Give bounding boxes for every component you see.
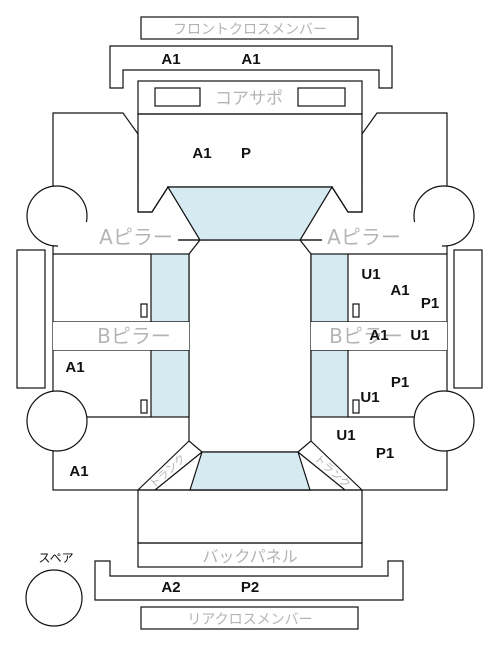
spare-tire[interactable] [25,569,83,627]
left-rear-window[interactable] [150,349,190,418]
code-r-rear-p: P1 [391,374,409,391]
spare-label: スペア [38,551,73,565]
trunk-lid[interactable] [137,489,363,544]
front-cross-member[interactable] [109,45,393,89]
right-front-door-handle [352,303,360,318]
roof[interactable] [188,239,312,453]
code-r-front-p: P1 [421,295,439,312]
left-trunk-diag [154,451,203,491]
trunk-left-label: トランク [147,452,188,491]
right-rear-door-handle [352,399,360,414]
rear-glass[interactable] [189,451,311,491]
right-rear-wheel[interactable] [413,390,475,452]
back-panel[interactable] [137,542,363,568]
a-pillar-left-label: Aピラー [99,225,173,249]
code-r-front-u: U1 [361,266,380,283]
b-pillar-left-label: Bピラー [97,324,171,348]
right-trunk-diag [297,451,346,491]
right-rear-window[interactable] [310,349,349,418]
code-l-rear-a: A1 [65,359,84,376]
code-front-cm-left: A1 [161,51,180,68]
front-cross-member-label-box [140,16,359,40]
code-rear-cm-p: P2 [241,579,259,596]
rear-cross-member-label-box [140,606,359,630]
windshield[interactable] [166,186,334,241]
code-l-quarter-a: A1 [69,463,88,480]
code-hood-p: P [241,145,251,162]
code-r-bpillar-a: A1 [369,327,388,344]
left-rear-wheel[interactable] [26,390,88,452]
left-front-window[interactable] [150,253,190,323]
left-front-door-handle [140,303,148,318]
left-rear-door-handle [140,399,148,414]
back-panel-label: バックパネル [202,547,297,566]
core-support-left-slot [154,87,201,107]
rear-cross-member-label: リアクロスメンバー [187,612,312,628]
right-side-sill[interactable] [453,249,483,389]
trunk-right-label: トランク [312,452,353,491]
code-r-front-a: A1 [390,282,409,299]
core-support-right-slot [297,87,346,107]
code-r-quarter-u: U1 [336,427,355,444]
code-r-bpillar-u: U1 [410,327,429,344]
right-front-window[interactable] [310,253,349,323]
code-rear-cm-a: A2 [161,579,180,596]
front-cross-member-label: フロントクロスメンバー [173,22,327,38]
a-pillar-right-label: Aピラー [327,225,401,249]
rear-cross-member[interactable] [94,560,404,601]
code-hood-a: A1 [192,145,211,162]
left-side-sill[interactable] [16,249,46,389]
code-r-quarter-p: P1 [376,445,394,462]
right-c-pillar-line [310,440,363,491]
code-front-cm-right: A1 [241,51,260,68]
code-r-rear-u: U1 [360,389,379,406]
core-support-label: コアサポ [215,89,283,109]
left-c-pillar-line [137,440,190,491]
b-pillar-right-label: Bピラー [329,324,403,348]
